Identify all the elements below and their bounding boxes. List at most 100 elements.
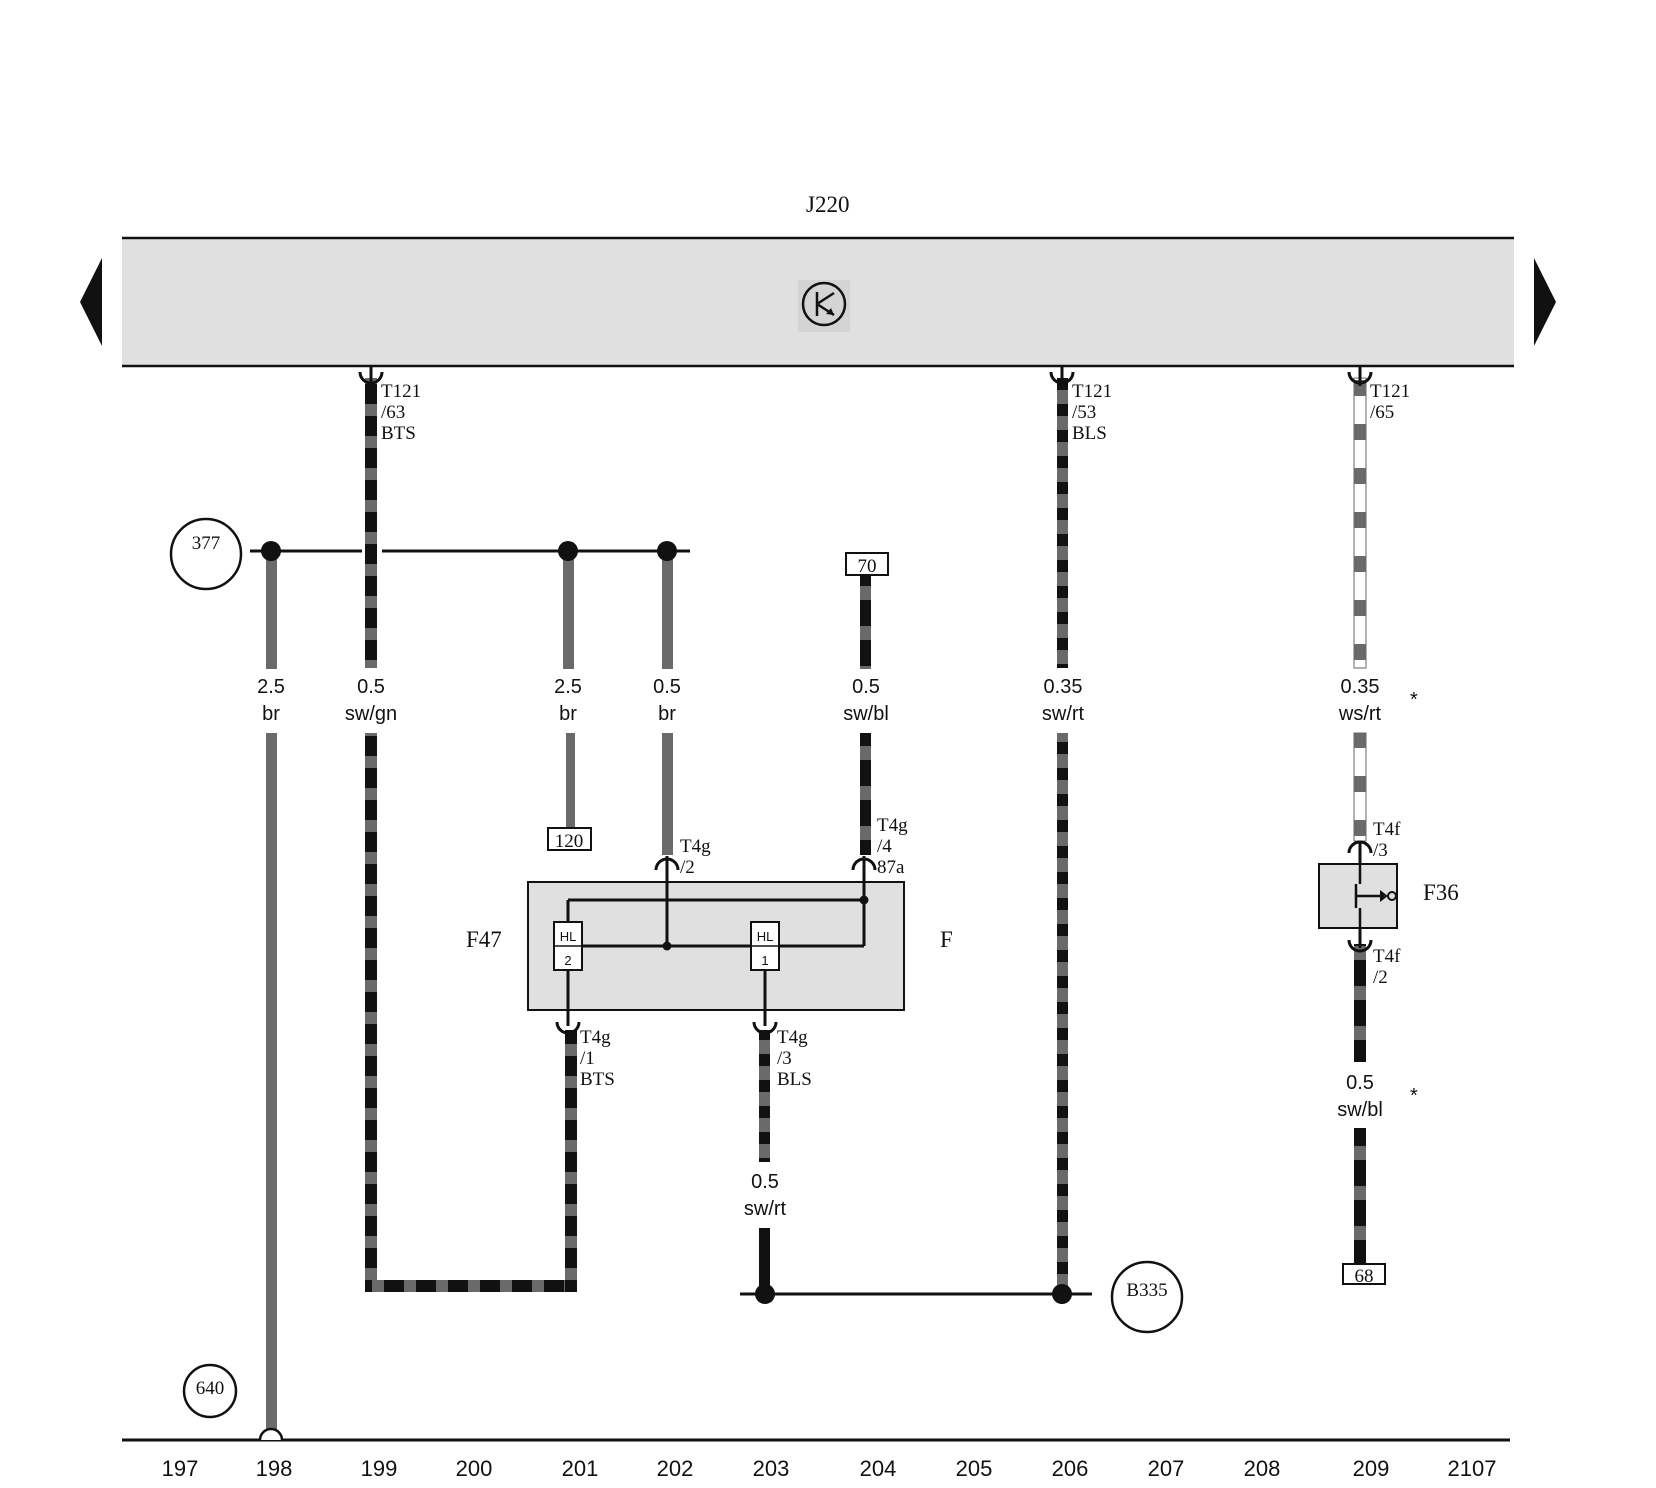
contact-hl-2: HL 2 [553, 921, 583, 971]
svg-text:T121: T121 [1370, 381, 1410, 402]
wire-199-upper [365, 378, 377, 668]
connector-t4g-3: T4g /3 BLS [777, 1027, 812, 1090]
f47-label: F47 [466, 927, 502, 952]
svg-text:/2: /2 [1373, 967, 1388, 988]
svg-text:HL: HL [757, 929, 774, 944]
wire-201-lower [565, 1030, 577, 1292]
pedal-switch-icon [1354, 864, 1397, 928]
ground-connection-640 [258, 1427, 284, 1441]
wire-209-upper [1353, 377, 1367, 669]
pin-socket-t4g-4 [851, 857, 877, 882]
connector-t4g-1: T4g /1 BTS [580, 1027, 615, 1090]
junction-dot-198 [261, 541, 281, 561]
svg-text:/2: /2 [680, 857, 695, 878]
coordinate-label: 198 [256, 1456, 293, 1481]
wire-label-206: 0.35 sw/rt [1042, 676, 1085, 725]
j220-control-unit: J220 [80, 192, 1556, 368]
f-label: F [940, 927, 953, 952]
continue-left-arrow [80, 258, 102, 346]
wire-199-201-bridge [365, 1280, 577, 1292]
svg-text:br: br [658, 703, 676, 725]
connector-t121-65: T121 /65 [1370, 381, 1410, 423]
wire-label-209-lower: 0.5 sw/bl [1337, 1072, 1383, 1121]
svg-text:T4g: T4g [680, 836, 711, 857]
wire-203-lower [759, 1228, 770, 1293]
svg-text:70: 70 [858, 556, 877, 577]
ref-circle-640: 640 [182, 1363, 238, 1419]
connector-t4f-2: T4f /2 [1373, 946, 1401, 988]
svg-text:/65: /65 [1370, 402, 1394, 423]
svg-text:BLS: BLS [1072, 423, 1107, 444]
ref-circle-377: 377 [169, 517, 243, 591]
pin-socket-t4g-2 [654, 857, 680, 882]
coordinate-label: 202 [657, 1456, 694, 1481]
coordinate-label: 197 [162, 1456, 199, 1481]
svg-text:/3: /3 [777, 1048, 792, 1069]
svg-text:0.5: 0.5 [852, 676, 880, 698]
continue-right-arrow [1534, 258, 1556, 346]
svg-text:0.5: 0.5 [653, 676, 681, 698]
svg-text:T4f: T4f [1373, 819, 1401, 840]
contact-hl-1: HL 1 [750, 921, 780, 971]
pin-socket-t4f-3 [1347, 840, 1373, 864]
svg-text:HL: HL [560, 929, 577, 944]
wire-label-203: 0.5 sw/rt [744, 1171, 787, 1220]
svg-text:2: 2 [564, 953, 571, 968]
svg-text:sw/rt: sw/rt [1042, 703, 1085, 725]
svg-text:BLS: BLS [777, 1069, 812, 1090]
wire-209-lower-a [1354, 944, 1366, 1062]
coordinate-label: 203 [753, 1456, 790, 1481]
wire-204-upper [860, 575, 871, 669]
svg-text:87a: 87a [877, 857, 905, 878]
junction-dot-202 [657, 541, 677, 561]
coordinate-label: 207 [1148, 1456, 1185, 1481]
coordinate-label: 2107 [1448, 1456, 1497, 1481]
wire-label-209-upper: 0.35 ws/rt [1338, 676, 1382, 725]
pin-socket-209 [1347, 366, 1373, 386]
junction-dot-206 [1052, 1284, 1072, 1304]
clutch-switch-f36: F36 [1318, 840, 1459, 953]
wire-198-lower [266, 733, 277, 1435]
svg-text:0.5: 0.5 [357, 676, 385, 698]
svg-text:BTS: BTS [580, 1069, 615, 1090]
wire-206-lower [1057, 733, 1068, 1293]
junction-dot-203 [755, 1284, 775, 1304]
asterisk-note: * [1410, 689, 1418, 711]
coordinate-label: 205 [956, 1456, 993, 1481]
svg-text:/4: /4 [877, 836, 892, 857]
pin-socket-t4f-2 [1347, 928, 1373, 953]
ref-box-68: 68 [1342, 1263, 1386, 1287]
svg-text:sw/rt: sw/rt [744, 1198, 787, 1220]
svg-text:BTS: BTS [381, 423, 416, 444]
connector-t121-53: T121 /53 BLS [1072, 381, 1112, 444]
svg-text:T121: T121 [381, 381, 421, 402]
pin-socket-t4g-1 [555, 1021, 581, 1035]
wire-206-upper [1057, 378, 1068, 668]
svg-text:/53: /53 [1072, 402, 1096, 423]
connector-t4g-2: T4g /2 [680, 836, 711, 878]
coordinate-label: 206 [1052, 1456, 1089, 1481]
svg-text:T121: T121 [1072, 381, 1112, 402]
pin-socket-199 [358, 366, 384, 386]
svg-text:0.5: 0.5 [751, 1171, 779, 1193]
svg-text:ws/rt: ws/rt [1338, 703, 1382, 725]
ref-box-70: 70 [845, 552, 889, 577]
ref-circle-b335: B335 [1110, 1260, 1184, 1334]
svg-text:377: 377 [192, 533, 221, 554]
coordinate-label: 209 [1353, 1456, 1390, 1481]
svg-text:T4g: T4g [777, 1027, 808, 1048]
coordinate-label: 201 [562, 1456, 599, 1481]
ecu-symbol-icon [798, 280, 850, 332]
wire-label-199: 0.5 sw/gn [345, 676, 397, 725]
svg-text:1: 1 [761, 953, 768, 968]
coordinate-label: 200 [456, 1456, 493, 1481]
svg-text:640: 640 [196, 1378, 225, 1399]
f36-label: F36 [1423, 880, 1459, 905]
connector-t121-63: T121 /63 BTS [381, 381, 421, 444]
pin-socket-t4g-3 [752, 1021, 778, 1035]
wire-label-201: 2.5 br [554, 676, 582, 725]
j220-label: J220 [806, 192, 849, 217]
svg-text:/1: /1 [580, 1048, 595, 1069]
